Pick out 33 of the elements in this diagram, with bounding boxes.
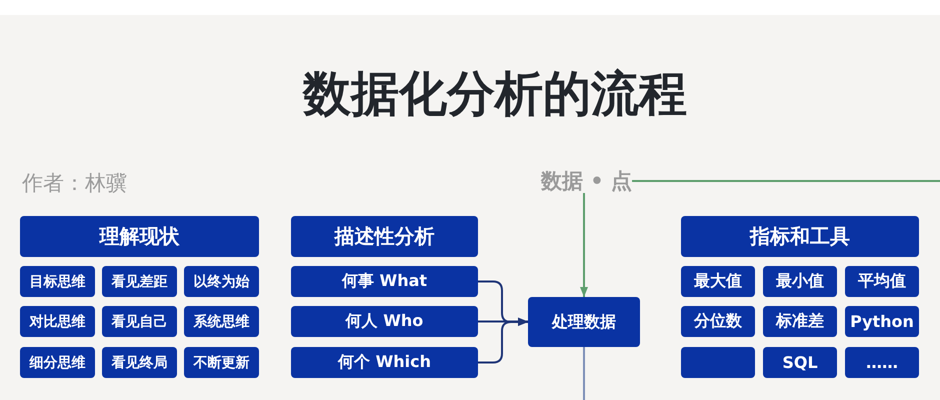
tag-box xyxy=(681,347,755,378)
tag-box: 不断更新 xyxy=(184,347,259,378)
tag-box: 看见差距 xyxy=(102,266,177,297)
tag-box: 对比思维 xyxy=(20,306,95,337)
connector-line xyxy=(632,180,940,182)
tag-box: 平均值 xyxy=(845,266,919,297)
tag-box: 系统思维 xyxy=(184,306,259,337)
tag-box: Python xyxy=(845,306,919,337)
header-box: 理解现状 xyxy=(20,216,259,257)
tag-box: 最小值 xyxy=(763,266,837,297)
tag-box: 看见终局 xyxy=(102,347,177,378)
question-box: 何事 What xyxy=(291,266,478,297)
tag-box: 看见自己 xyxy=(102,306,177,337)
tag-box: 最大值 xyxy=(681,266,755,297)
arrow xyxy=(478,318,528,326)
tag-box: 以终为始 xyxy=(184,266,259,297)
tag-box: …… xyxy=(845,347,919,378)
author-label: 作者：林骥 xyxy=(22,170,127,196)
header-box: 指标和工具 xyxy=(681,216,919,257)
text-label: 数据 • 点 xyxy=(541,169,632,193)
process-box: 处理数据 xyxy=(528,297,640,347)
arrow xyxy=(478,318,528,364)
arrow xyxy=(580,193,588,297)
tag-box: 目标思维 xyxy=(20,266,95,297)
title: 数据化分析的流程 xyxy=(303,65,687,124)
connector-line xyxy=(583,347,585,400)
tag-box: 标准差 xyxy=(763,306,837,337)
question-box: 何个 Which xyxy=(291,347,478,378)
question-box: 何人 Who xyxy=(291,306,478,337)
header-box: 描述性分析 xyxy=(291,216,478,257)
tag-box: SQL xyxy=(763,347,837,378)
tag-box: 细分思维 xyxy=(20,347,95,378)
tag-box: 分位数 xyxy=(681,306,755,337)
